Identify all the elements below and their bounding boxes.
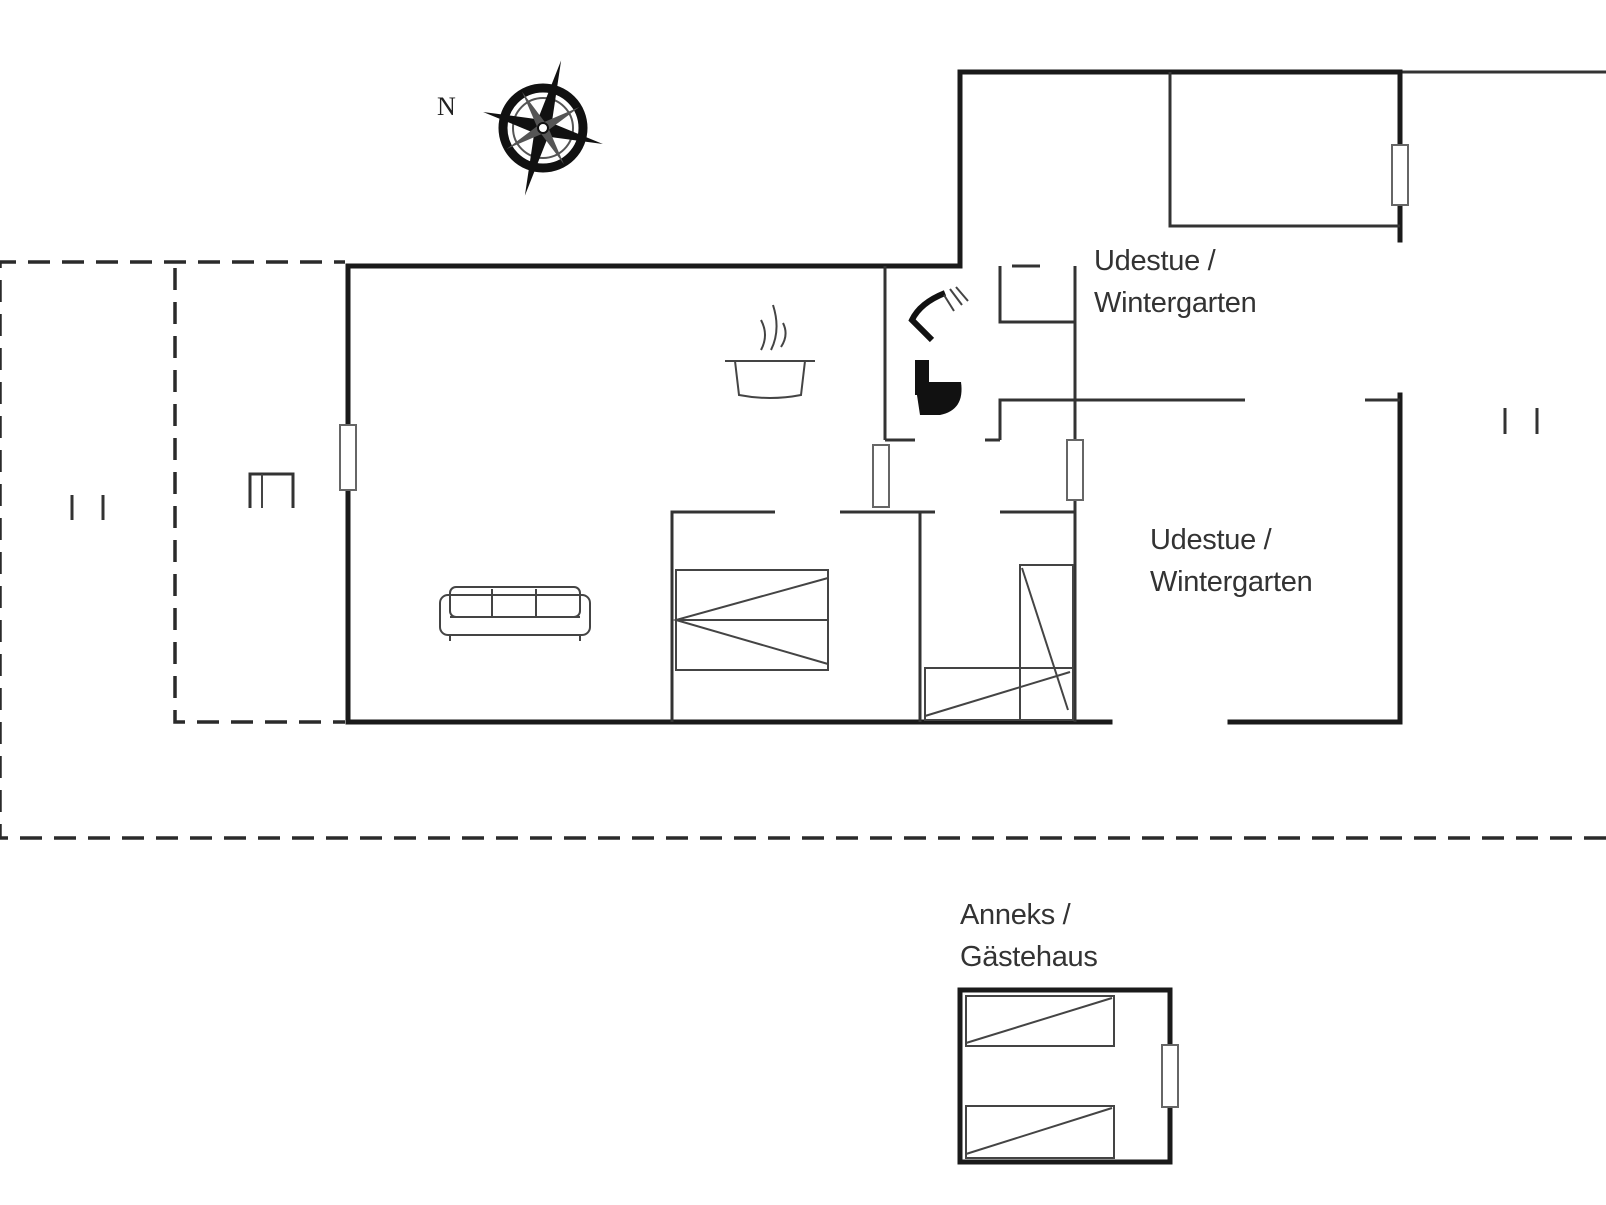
chair-icon [248, 472, 295, 508]
window-east-upper [1391, 144, 1409, 206]
bed-icon [965, 1105, 1115, 1159]
cooking-pot-icon [725, 304, 815, 399]
bed-icon [924, 667, 1074, 721]
room-label-winter-garden-lower: Udestue / Wintergarten [1150, 524, 1313, 598]
toilet-icon [915, 360, 962, 415]
main-house-walls [339, 69, 1606, 725]
interior-walls [670, 264, 1400, 722]
annex-window [1161, 1044, 1179, 1108]
shower-icon [908, 286, 969, 343]
bench-icon [70, 495, 105, 520]
north-label: N [437, 92, 456, 121]
upper-room [1168, 72, 1400, 228]
bed-icon [1019, 564, 1074, 721]
door-hall-left [872, 444, 890, 508]
bed-icon [965, 995, 1115, 1047]
annex-building [957, 987, 1179, 1165]
window-west [339, 424, 357, 491]
room-label-annex: Anneks / Gästehaus [960, 899, 1098, 973]
bed-icon [672, 569, 829, 671]
sofa-icon [439, 586, 591, 641]
compass-rose-icon [483, 60, 603, 196]
bench-icon [1503, 408, 1539, 434]
door-hall-right [1066, 439, 1084, 501]
terrace-outline [0, 260, 1606, 840]
room-label-winter-garden-upper: Udestue / Wintergarten [1094, 245, 1257, 319]
